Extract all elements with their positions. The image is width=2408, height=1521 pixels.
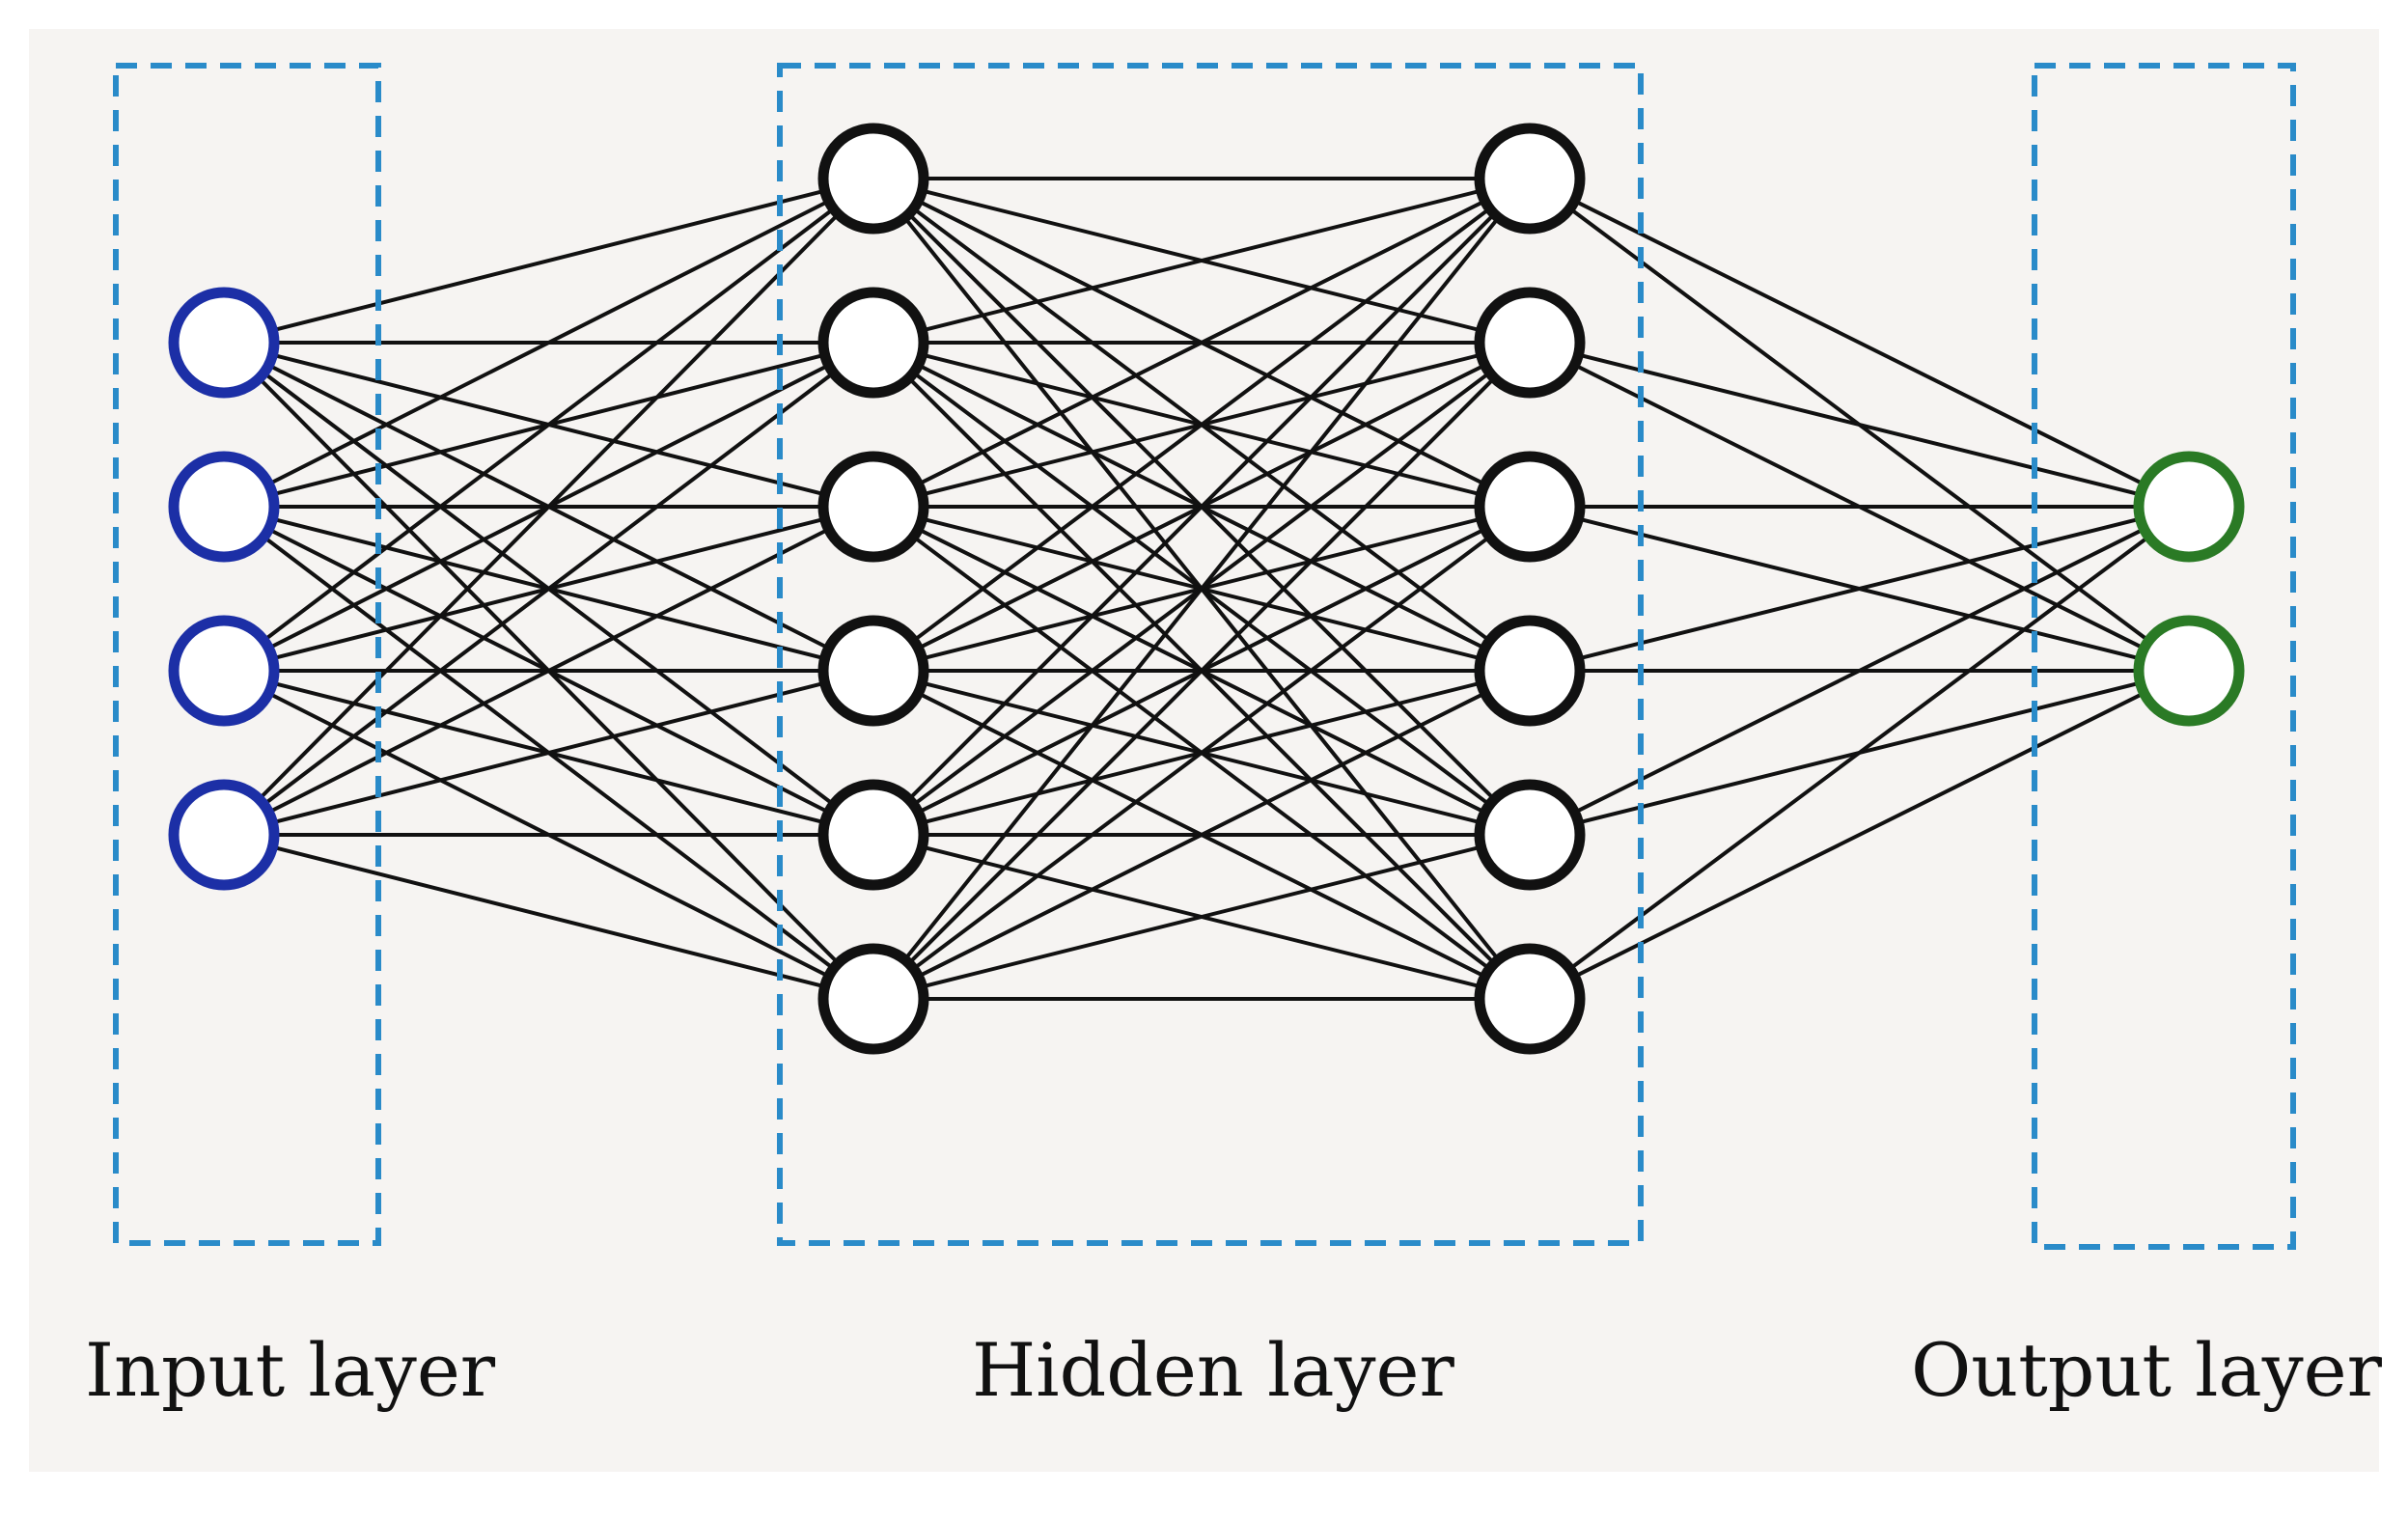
connection-line — [907, 376, 1496, 965]
nodes — [168, 123, 2245, 1055]
connections — [258, 177, 2150, 1001]
output-layer-label: Output layer — [1911, 1327, 2382, 1413]
connection-line — [917, 691, 1486, 979]
connection-line — [1568, 535, 2150, 971]
connection-line — [907, 212, 1496, 801]
hidden2-node-1 — [1474, 123, 1586, 235]
connection-line — [263, 371, 835, 807]
hidden1-node-1 — [817, 123, 929, 235]
hidden1-node-3 — [817, 451, 929, 563]
connection-line — [267, 527, 830, 815]
output-node-1 — [2133, 451, 2245, 563]
input-node-3 — [168, 615, 280, 727]
connection-line — [1578, 352, 2141, 497]
hidden1-node-5 — [817, 779, 929, 891]
hidden1-node-6 — [817, 943, 929, 1055]
connection-line — [267, 199, 830, 486]
connection-line — [1573, 199, 2145, 486]
hidden2-node-6 — [1474, 943, 1586, 1055]
connection-line — [902, 216, 1501, 961]
input-layer-box — [113, 63, 381, 1246]
hidden-layer-box — [777, 63, 1644, 1246]
hidden-layer-label: Hidden layer — [972, 1327, 1454, 1413]
input-layer-label: Input layer — [85, 1327, 496, 1413]
connection-line — [921, 844, 1482, 989]
hidden2-node-3 — [1474, 451, 1586, 563]
connection-line — [258, 212, 840, 801]
connection-line — [1573, 527, 2145, 815]
layer-boxes — [113, 63, 2296, 1250]
hidden2-node-2 — [1474, 287, 1586, 399]
connection-line — [271, 680, 826, 825]
connection-line — [263, 207, 835, 643]
connection-line — [917, 199, 1486, 486]
output-node-2 — [2133, 615, 2245, 727]
connection-line — [1578, 516, 2141, 661]
output-layer-box — [2032, 63, 2296, 1250]
hidden1-node-4 — [817, 615, 929, 727]
input-node-4 — [168, 779, 280, 891]
connection-line — [912, 535, 1491, 971]
connection-line — [271, 844, 826, 989]
hidden2-node-5 — [1474, 779, 1586, 891]
connection-line — [1573, 691, 2145, 979]
hidden1-node-2 — [817, 287, 929, 399]
input-node-2 — [168, 451, 280, 563]
input-node-1 — [168, 287, 280, 399]
hidden2-node-4 — [1474, 615, 1586, 727]
connection-line — [921, 188, 1482, 333]
connection-line — [271, 188, 826, 333]
connection-line — [912, 207, 1491, 643]
